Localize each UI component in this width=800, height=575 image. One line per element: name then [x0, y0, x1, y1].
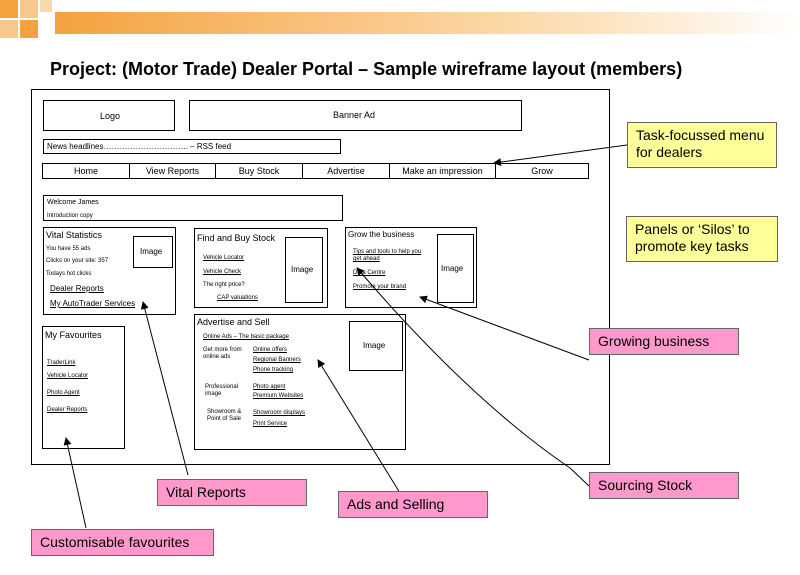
autotrader-services-link[interactable]: My AutoTrader Services — [50, 299, 136, 308]
main-menu: Home View Reports Buy Stock Advertise Ma… — [42, 163, 589, 179]
buy-image: Image — [285, 237, 323, 303]
header-decoration — [0, 0, 800, 40]
vehicle-check-link[interactable]: Vehicle Check — [203, 269, 242, 275]
menu-advertise[interactable]: Advertise — [302, 163, 390, 179]
phone-tracking-link[interactable]: Phone tracking — [253, 367, 294, 373]
menu-home[interactable]: Home — [42, 163, 130, 179]
vehicle-locator-link[interactable]: Vehicle Locator — [203, 255, 245, 261]
fav-dealer-reports[interactable]: Dealer Reports — [47, 407, 88, 413]
showroom-displays-link[interactable]: Showroom displays — [253, 410, 306, 416]
data-centre-link[interactable]: Data Centre — [353, 270, 386, 276]
banner-ad-box: Banner Ad — [189, 100, 522, 131]
grow-business-panel: Grow the business Tips and tools to help… — [345, 227, 477, 308]
buy-stock-panel: Find and Buy Stock Vehicle Locator Vehic… — [194, 228, 328, 308]
fav-traderlink[interactable]: TraderLink — [47, 360, 76, 366]
news-feed: News headlines………………………….. – RSS feed — [43, 139, 341, 154]
menu-buy-stock[interactable]: Buy Stock — [215, 163, 303, 179]
vital-image: Image — [133, 236, 173, 268]
welcome-panel: Welcome James Introduction copy — [43, 195, 343, 221]
cap-valuations-link[interactable]: CAP valuations — [217, 295, 258, 301]
fav-vehicle-locator[interactable]: Vehicle Locator — [47, 373, 89, 379]
photo-agent-link[interactable]: Photo agent — [253, 384, 286, 390]
favourites-panel: My Favourites TraderLink Vehicle Locator… — [42, 326, 125, 449]
logo-box: Logo — [43, 100, 175, 131]
print-service-link[interactable]: Print Service — [253, 421, 288, 427]
callout-growing-business: Growing business — [589, 328, 739, 355]
callout-task-menu: Task-focussed menu for dealers — [627, 122, 777, 168]
menu-view-reports[interactable]: View Reports — [129, 163, 216, 179]
advertise-sell-panel: Advertise and Sell Online Ads – The basi… — [194, 314, 406, 450]
callout-sourcing-stock: Sourcing Stock — [589, 472, 739, 499]
fav-photo-agent[interactable]: Photo Agent — [47, 390, 80, 396]
advertise-image: Image — [349, 321, 403, 371]
regional-banners-link[interactable]: Regional Banners — [253, 357, 301, 363]
vital-statistics-panel: Vital Statistics You have 55 ads Clicks … — [43, 227, 176, 315]
premium-websites-link[interactable]: Premium Websites — [253, 393, 304, 399]
callout-silos: Panels or ‘Silos’ to promote key tasks — [626, 216, 778, 262]
tips-tools-link[interactable]: Tips and tools to help you get ahead — [353, 249, 422, 262]
promote-brand-link[interactable]: Promote your brand — [353, 284, 407, 290]
menu-make-impression[interactable]: Make an impression — [389, 163, 496, 179]
menu-grow[interactable]: Grow — [495, 163, 589, 179]
dealer-reports-link[interactable]: Dealer Reports — [50, 284, 104, 293]
online-offers-link[interactable]: Online offers — [253, 347, 287, 353]
grow-image: Image — [437, 234, 474, 303]
callout-ads-selling: Ads and Selling — [338, 491, 488, 518]
callout-customisable-favourites: Customisable favourites — [31, 529, 214, 556]
page-title: Project: (Motor Trade) Dealer Portal – S… — [50, 59, 683, 79]
callout-vital-reports: Vital Reports — [157, 479, 307, 506]
online-ads-link[interactable]: Online Ads – The basic package — [203, 334, 289, 340]
